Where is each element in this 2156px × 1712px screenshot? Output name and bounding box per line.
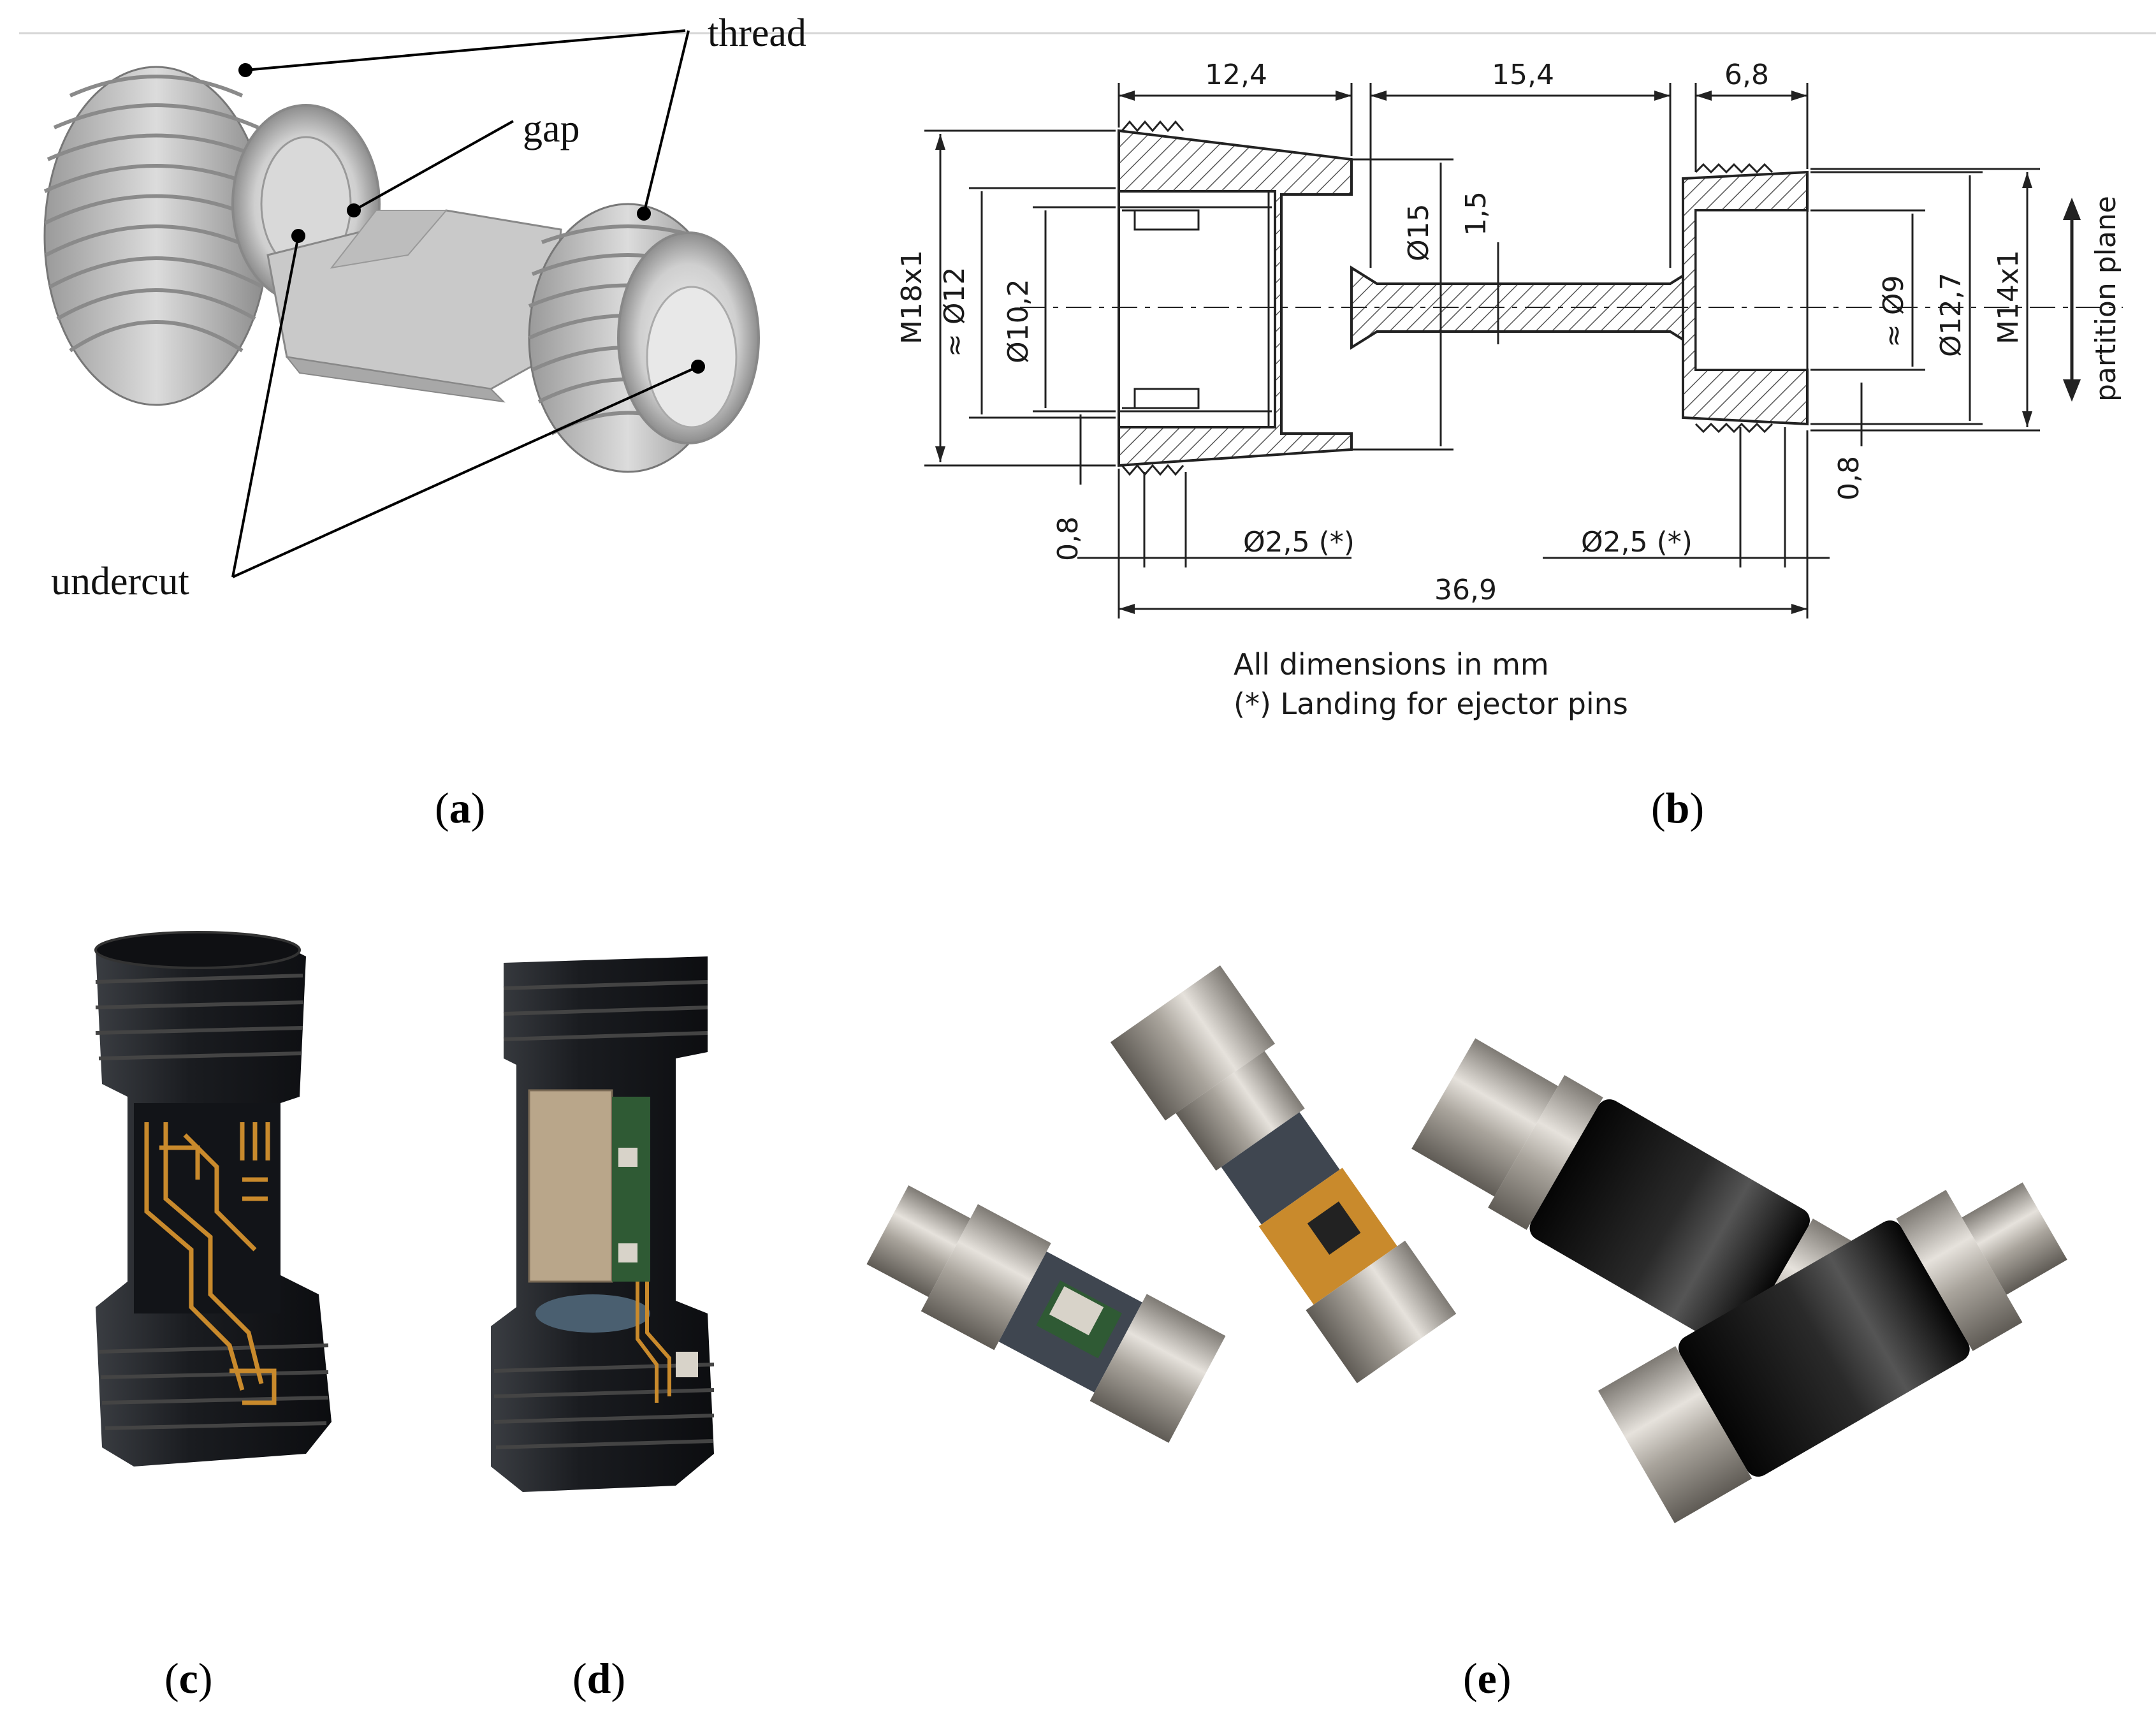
dim-phi10-2: Ø10,2 (1002, 279, 1035, 363)
dim-phi15: Ø15 (1402, 203, 1435, 261)
left-threaded-cylinder (43, 66, 381, 406)
note-ejector: (*) Landing for ejector pins (1234, 687, 1628, 721)
sensor-2 (1110, 965, 1457, 1384)
label-undercut: undercut (51, 560, 189, 603)
caption-e: (e) (1463, 1654, 1511, 1702)
panel-e-photo (866, 965, 2067, 1523)
panel-b-drawing (924, 83, 2123, 618)
dim-15-4: 15,4 (1492, 59, 1554, 91)
left-hub-section (1118, 120, 1353, 476)
dim-partition-plane: partition plane (2090, 196, 2122, 402)
panel-d-photo (491, 956, 715, 1492)
label-gap: gap (523, 107, 580, 150)
panel-c-photo (94, 931, 331, 1467)
dim-m14: M14x1 (1992, 250, 2025, 344)
panel-a-leaders (231, 29, 705, 578)
dim-36-9: 36,9 (1434, 574, 1497, 606)
dim-phi2-5-left: Ø2,5 (*) (1243, 526, 1355, 559)
sensor-1 (866, 1185, 1226, 1443)
dim-0-8-right: 0,8 (1833, 456, 1865, 501)
dim-phi2-5-right: Ø2,5 (*) (1581, 526, 1693, 559)
caption-b: (b) (1651, 784, 1704, 832)
sensor-4 (1598, 1182, 2067, 1523)
top-dimensions (1118, 83, 1809, 268)
note-units: All dimensions in mm (1234, 647, 1549, 682)
arrowheads (935, 91, 2032, 614)
captions: (a) (b) (c) (d) (e) (164, 784, 1704, 1702)
right-hub-section (1682, 163, 1809, 434)
caption-c: (c) (164, 1654, 213, 1702)
left-vertical-dimensions (924, 129, 1499, 467)
bottom-dimensions (1077, 383, 1863, 618)
panel-b-text: 12,4 15,4 6,8 M18x1 ≈ Ø12 Ø10,2 Ø15 1,5 … (896, 59, 2122, 721)
pcb-shield (528, 1089, 613, 1283)
right-threaded-cylinder (528, 203, 760, 473)
dim-phi12: ≈ Ø12 (938, 267, 971, 357)
bridge-plate (266, 209, 562, 403)
dim-m18: M18x1 (896, 250, 928, 344)
panel-a-render: thread gap undercut (43, 11, 806, 603)
dim-12-4: 12,4 (1205, 59, 1267, 91)
dim-6-8: 6,8 (1724, 59, 1769, 91)
right-vertical-dimensions (1810, 168, 2040, 432)
dim-1-5: 1,5 (1460, 191, 1492, 236)
label-thread: thread (708, 11, 806, 55)
partition-arrow (2063, 198, 2081, 402)
dim-0-8-left: 0,8 (1052, 516, 1084, 561)
dim-phi9: ≈ Ø9 (1877, 275, 1910, 348)
caption-d: (d) (572, 1654, 625, 1702)
caption-a: (a) (435, 784, 485, 832)
copper-traces (144, 1122, 277, 1405)
dim-phi12-7: Ø12,7 (1935, 272, 1967, 357)
